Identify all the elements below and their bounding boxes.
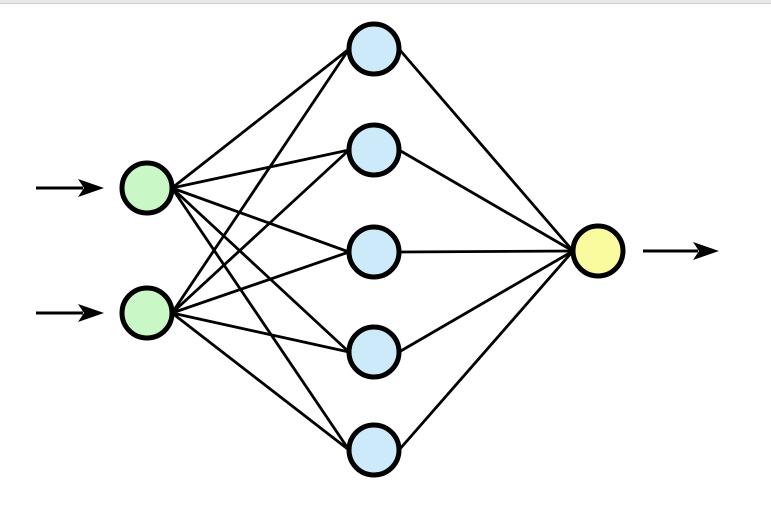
hidden-node-3 [346,224,402,280]
edge-input1-hidden2 [170,148,351,190]
edge-input1-hidden3 [170,186,351,254]
output-node-1 [570,223,626,279]
edge-input1-hidden5 [170,186,351,452]
edge-input2-hidden2 [170,148,351,315]
edge-input2-hidden5 [170,311,351,452]
input-arrow-1-head-icon [78,179,104,197]
edge-input1-hidden1 [170,47,351,190]
edge-hidden2-output1 [397,148,575,253]
edge-input1-hidden4 [170,186,351,354]
hidden-node-1 [346,21,402,77]
hidden-node-5 [346,422,402,478]
input-node-2 [119,285,175,341]
edge-input2-hidden4 [170,311,351,354]
edge-hidden4-output1 [397,249,575,354]
hidden-node-2 [346,122,402,178]
window-top-strip [0,0,771,4]
edge-input2-hidden3 [170,250,351,315]
output-arrow-head-icon [693,242,719,260]
edge-hidden1-output1 [397,47,575,253]
input-node-1 [119,160,175,216]
edge-hidden5-output1 [397,249,575,452]
edge-hidden3-output1 [397,249,575,254]
hidden-node-4 [346,324,402,380]
edge-input2-hidden1 [170,47,351,315]
input-arrow-2-head-icon [78,304,104,322]
